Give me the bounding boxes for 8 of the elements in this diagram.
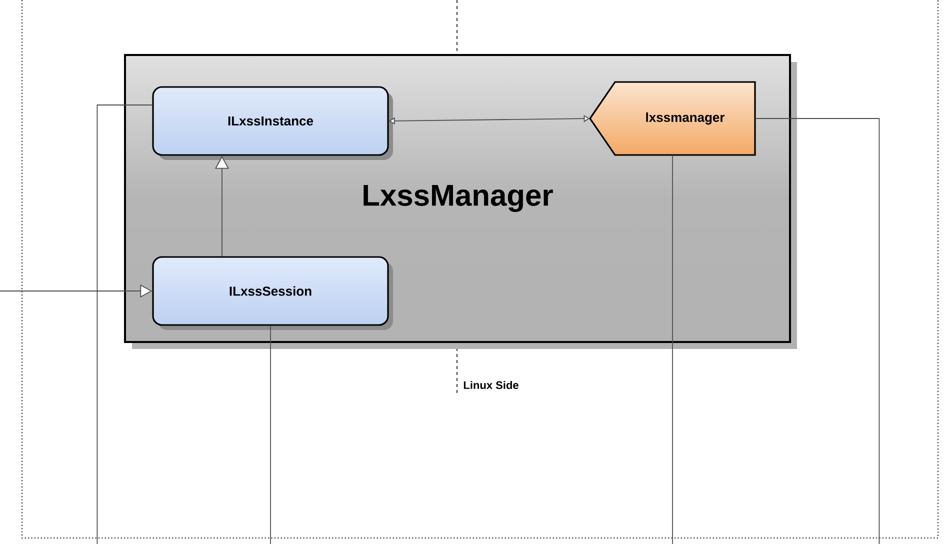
component-box: lxssmanager [589, 81, 756, 156]
connector [754, 118, 880, 544]
connector [270, 325, 271, 544]
connector [672, 154, 673, 544]
interface-box: ILxssInstance [152, 86, 393, 160]
interface-box: ILxssSession [152, 256, 393, 330]
connector [96, 104, 153, 544]
side-label: Linux Side [464, 380, 518, 390]
